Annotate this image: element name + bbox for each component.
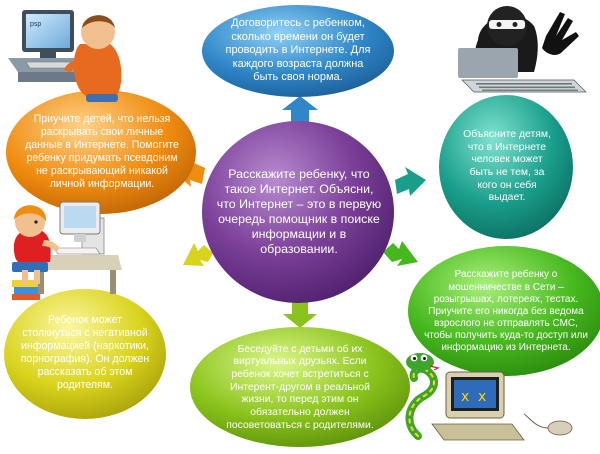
center-text: Расскажите ребенку, что такое Интернет. … (216, 166, 382, 257)
bubble-time-limit (202, 5, 394, 97)
boy-at-computer-illustration (8, 10, 122, 102)
arrow-down (283, 302, 317, 328)
arrow-down-left (183, 243, 213, 266)
bubble-virtual-friends-text: Беседуйте с детьми об их виртуальных дру… (226, 343, 374, 431)
girl-at-computer-illustration (12, 201, 122, 300)
arrow-right (395, 167, 426, 196)
center-bubble (202, 121, 394, 303)
svg-text:x: x (478, 389, 486, 405)
svg-text:x: x (461, 389, 469, 405)
bubble-negative-info (4, 289, 166, 419)
bubble-fraud (408, 246, 600, 376)
bubble-personal-data-text: Приучите детей, что нельзя раскрывать св… (25, 113, 179, 190)
arrow-down-right (383, 241, 418, 266)
bubble-time-limit-text: Договоритесь с ребенком, сколько времени… (225, 17, 371, 84)
hacker-illustration (458, 6, 587, 93)
bubble-personal-data (6, 90, 196, 214)
monitor-label: psp (30, 21, 41, 28)
snake-virus-illustration: x x (405, 353, 573, 441)
arrow-up (282, 96, 318, 122)
bubble-virtual-friends (190, 327, 410, 447)
bubble-stranger-text: Объясните детям, что в Интернете человек… (463, 128, 551, 204)
bubble-fraud-text: Расскажите ребенку о мошенничестве в Сет… (424, 269, 588, 354)
bubble-negative-info-text: Ребенок может столкнуться с негативной и… (20, 314, 150, 391)
bubble-stranger (439, 95, 573, 239)
